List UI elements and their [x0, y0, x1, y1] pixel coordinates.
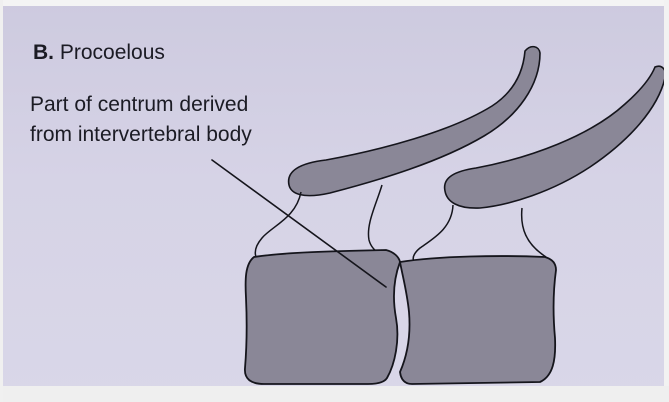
neural-arch-1-left	[255, 192, 301, 257]
photo-border-right	[664, 0, 669, 402]
photo-border-top	[0, 0, 669, 6]
photo-border-left	[0, 0, 3, 402]
photo-border-bottom	[0, 386, 669, 402]
centrum-1	[245, 250, 400, 384]
neural-arch-1-right	[368, 185, 396, 259]
neural-arch-2-left	[413, 205, 453, 262]
centrum-2	[400, 256, 556, 384]
neural-arch-2-right	[522, 208, 546, 257]
